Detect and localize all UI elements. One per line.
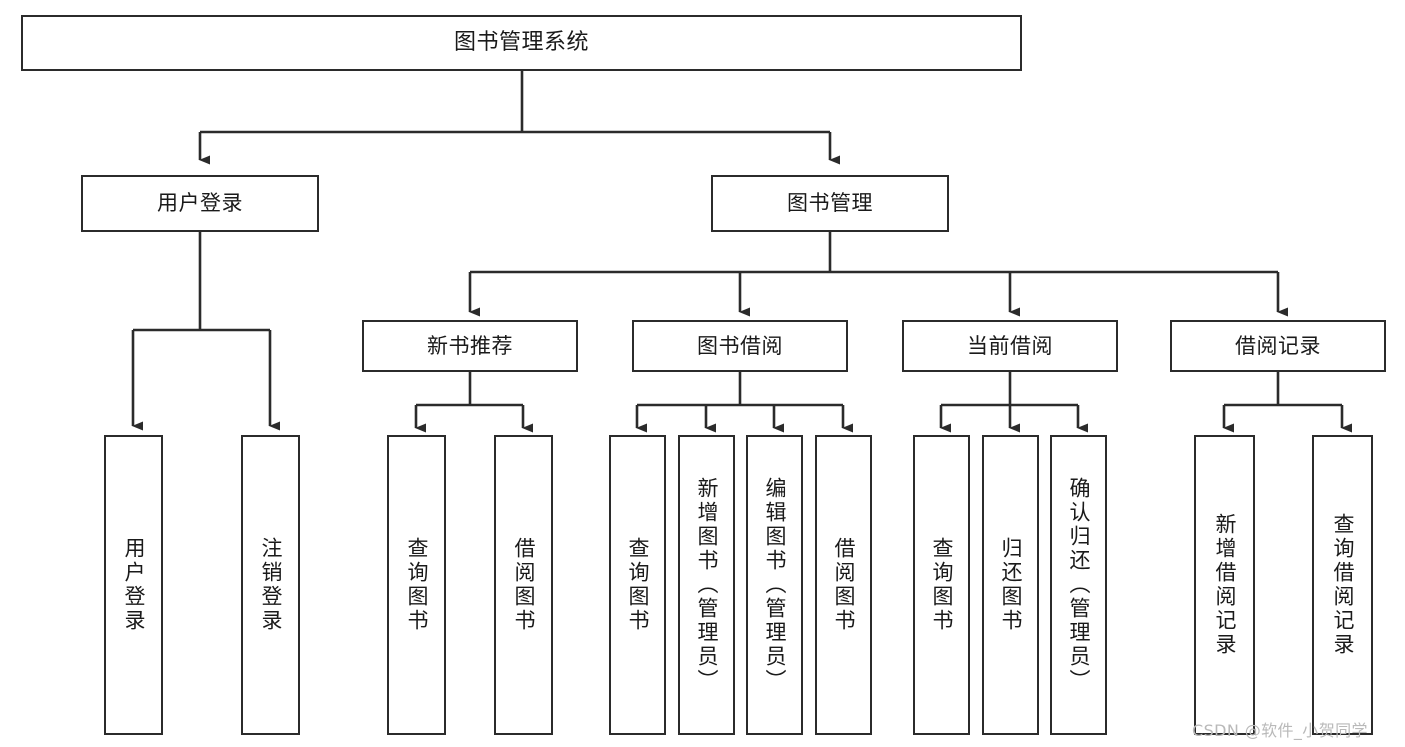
node-current-borrow[interactable]: 当前借阅 [902,320,1118,372]
leaf-user-login-logout[interactable]: 注销登录 [241,435,300,735]
node-label: 图书借阅 [697,333,783,358]
node-label: 归还图书 [999,537,1023,633]
node-label: 查询图书 [930,537,954,633]
node-label: 图书管理 [787,191,873,216]
node-label: 新书推荐 [427,333,513,358]
leaf-user-login-login[interactable]: 用户登录 [104,435,163,735]
leaf-borrow-record-query-record[interactable]: 查询借阅记录 [1312,435,1373,735]
leaf-book-borrow-edit-book-admin[interactable]: 编辑图书（管理员） [746,435,803,735]
node-label: 借阅图书 [512,537,536,633]
node-label: 用户登录 [122,537,146,633]
node-label: 用户登录 [157,191,243,216]
node-borrow-record[interactable]: 借阅记录 [1170,320,1386,372]
node-label: 确认归还（管理员） [1067,477,1091,693]
leaf-new-book-query-books[interactable]: 查询图书 [387,435,446,735]
node-label: 借阅图书 [832,537,856,633]
leaf-current-borrow-return-books[interactable]: 归还图书 [982,435,1039,735]
node-label: 新增借阅记录 [1213,513,1237,657]
node-label: 注销登录 [259,537,283,633]
node-new-book-recommend[interactable]: 新书推荐 [362,320,578,372]
node-book-borrow[interactable]: 图书借阅 [632,320,848,372]
node-label: 查询图书 [405,537,429,633]
csdn-watermark: CSDN @软件_小贺同学 [1192,721,1368,740]
node-label: 查询借阅记录 [1331,513,1355,657]
node-root-book-management-system[interactable]: 图书管理系统 [21,15,1022,71]
leaf-book-borrow-add-book-admin[interactable]: 新增图书（管理员） [678,435,735,735]
node-label: 当前借阅 [967,333,1053,358]
node-user-login[interactable]: 用户登录 [81,175,319,232]
node-label: 图书管理系统 [453,30,589,56]
leaf-current-borrow-confirm-return-admin[interactable]: 确认归还（管理员） [1050,435,1107,735]
leaf-new-book-borrow-books[interactable]: 借阅图书 [494,435,553,735]
leaf-current-borrow-query-books[interactable]: 查询图书 [913,435,970,735]
node-label: 编辑图书（管理员） [763,477,787,693]
node-label: 查询图书 [626,537,650,633]
leaf-book-borrow-borrow-books[interactable]: 借阅图书 [815,435,872,735]
leaf-book-borrow-query-books[interactable]: 查询图书 [609,435,666,735]
node-label: 借阅记录 [1235,333,1321,358]
node-label: 新增图书（管理员） [695,477,719,693]
leaf-borrow-record-add-record[interactable]: 新增借阅记录 [1194,435,1255,735]
node-book-management[interactable]: 图书管理 [711,175,949,232]
